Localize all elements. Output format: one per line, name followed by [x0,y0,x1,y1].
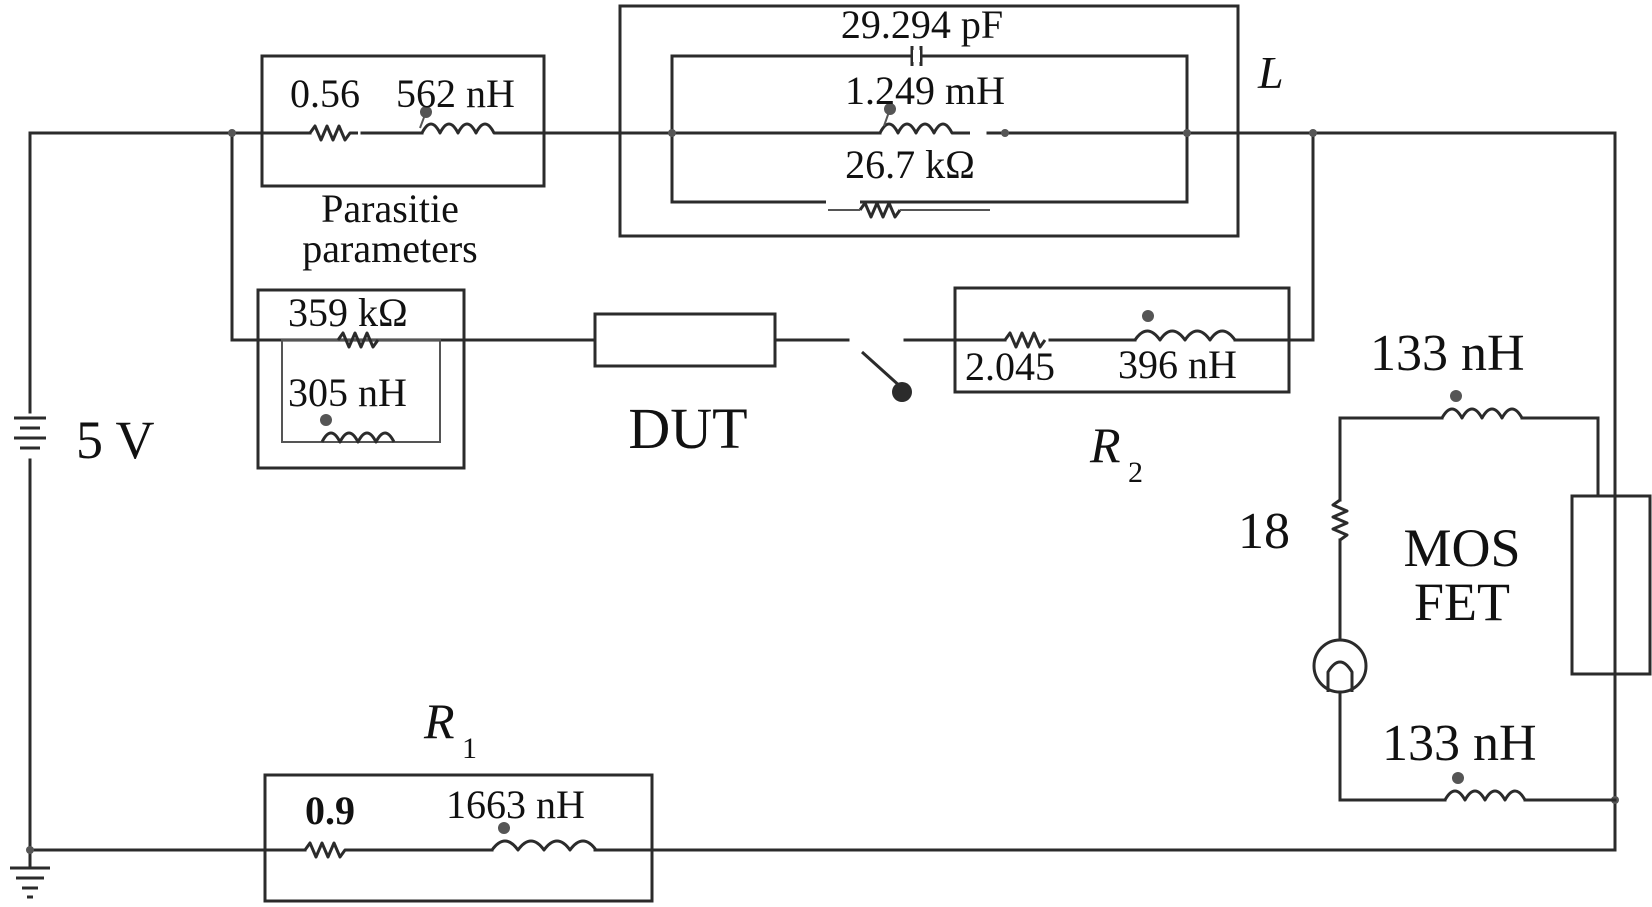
mosfet-label-line1: MOS [1403,518,1520,578]
dut-resistance-label: 359 kΩ [288,290,408,335]
inductor-tap [883,108,891,127]
junction-dot [26,846,34,854]
r1-inductance-label: 1663 nH [446,782,585,827]
resistor-bg [826,200,860,206]
junction-dot [668,129,676,137]
dut-inductance-label: 305 nH [288,370,407,415]
mos-resistance-label: 18 [1238,503,1290,560]
dut-block [593,312,777,368]
bulb-filament [1326,660,1354,692]
parasitic-box [260,54,546,188]
r1-box [263,773,654,903]
L-resistance-label: 26.7 kΩ [845,142,975,187]
inductor-icon [320,431,396,444]
junction-dot [1309,129,1317,137]
resistor-icon [336,331,380,349]
capacitance-label: 29.294 pF [841,2,1003,47]
dut-parasitic-box [256,288,466,470]
r1-resistance-label: 0.9 [305,788,355,833]
r1-name-label: R [423,693,455,749]
junction-dot [228,129,236,137]
mosfet-block [1570,494,1652,676]
inductor-icon [490,839,598,852]
resistor-icon [1003,331,1047,349]
L-outer-box [618,4,1240,238]
inductor-tap-dot [320,414,332,426]
switch-blade [860,350,904,390]
parasitic-inductance-label: 562 nH [396,71,515,116]
junction-dot [1001,129,1009,137]
r1-subscript: 1 [462,732,477,765]
parasitic-resistance-label: 0.56 [290,71,360,116]
resistor-icon [858,201,902,219]
inductor-icon [1440,407,1524,420]
resistor-icon [303,841,365,859]
r2-resistance-label: 2.045 [965,344,1055,389]
battery-voltage-label: 5 V [76,410,155,470]
inductor-icon [1133,329,1237,342]
L-name-label: L [1257,47,1284,98]
inductor-tap-dot [1142,310,1154,322]
mos-top-inductance-label: 133 nH [1370,325,1525,382]
mos-bottom-inductance-label: 133 nH [1382,715,1537,772]
bulb-icon [1312,638,1368,694]
r2-subscript: 2 [1128,456,1143,489]
inductor-icon [1443,789,1527,802]
dut-label: DUT [628,396,747,461]
r2-name-label: R [1089,417,1121,473]
resistor-icon [308,124,358,142]
inductor-icon [420,122,520,135]
r2-box [953,286,1291,394]
inductor-tap [419,111,427,129]
mosfet-label-line2: FET [1414,572,1510,632]
dut-inner-loop [281,339,441,443]
inductor-tap-dot [1452,772,1464,784]
resistor-icon [1331,498,1349,542]
inductor-tap-dot [498,822,510,834]
r2-inductance-label: 396 nH [1118,342,1237,387]
junction-dot [1183,129,1191,137]
inductor-tap-dot [1450,390,1462,402]
inductor-icon [878,122,970,135]
L-inductance-label: 1.249 mH [845,68,1005,113]
capacitor-gap [913,50,920,62]
parasitic-title-line1: Parasitie [321,186,459,231]
switch-pivot [892,382,912,402]
parasitic-title-line2: parameters [302,226,477,271]
